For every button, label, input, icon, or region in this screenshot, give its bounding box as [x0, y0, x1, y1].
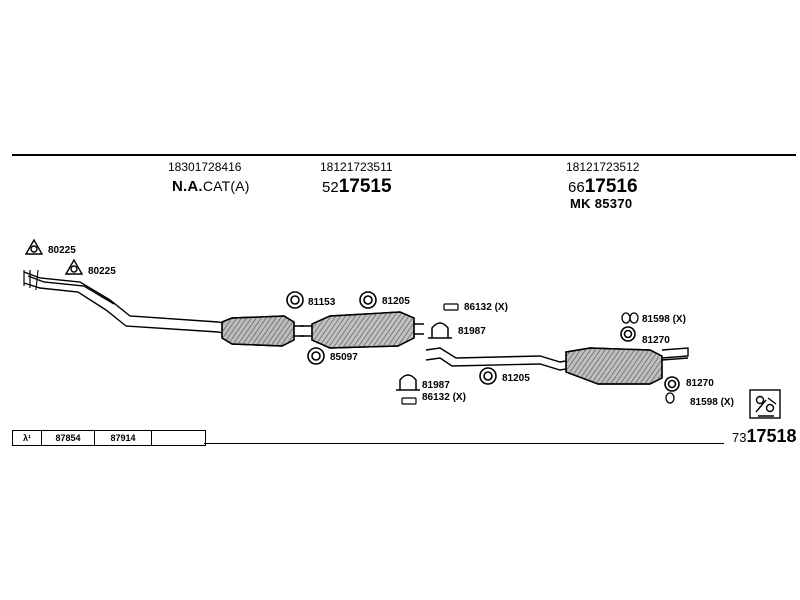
part-label: 81987 [458, 326, 486, 337]
rear-silencer [565, 347, 689, 385]
oem-number-1: 18301728416 [168, 160, 242, 174]
ref-number-4: 7317518 [732, 426, 797, 447]
ring-icon [307, 347, 325, 365]
ref-prefix-3: 66 [568, 179, 585, 196]
part-label: 81598 (X) [642, 314, 686, 325]
ring-icon [479, 367, 497, 385]
middle-pipe [425, 347, 573, 371]
ring-icon [286, 291, 304, 309]
ref-prefix-4: 73 [732, 430, 747, 445]
front-pipe [23, 269, 237, 337]
catalytic-converter [221, 315, 304, 347]
mounting-kit-icon [749, 389, 781, 419]
part-label: 80225 [48, 245, 76, 256]
part-label: 85097 [330, 352, 358, 363]
oem-number-3: 18121723512 [566, 160, 640, 174]
ref-main-4: 17518 [746, 426, 797, 446]
ref-prefix-2: 52 [322, 179, 339, 196]
part-label: 81270 [686, 378, 714, 389]
ref-main-2: 17515 [338, 176, 392, 197]
part-label: 81270 [642, 335, 670, 346]
catalyst-note: N.A.CAT(A) [172, 178, 250, 195]
clamp-icon [401, 397, 417, 405]
clamp-icon [396, 374, 420, 391]
oem-number-2: 18121723511 [320, 160, 393, 174]
footer-cell: 87914 [95, 431, 152, 445]
front-silencer [300, 311, 424, 349]
footer-cell-empty [152, 431, 205, 445]
hanger-icon [665, 392, 675, 404]
part-label: 80225 [88, 266, 116, 277]
flange-gasket-icon [24, 238, 44, 255]
bottom-divider [204, 443, 724, 444]
clamp-icon [428, 322, 452, 339]
ring-icon [359, 291, 377, 309]
part-label: 81153 [308, 297, 336, 308]
part-label: 86132 (X) [464, 302, 508, 313]
ring-icon [620, 326, 636, 342]
flange-gasket-icon [64, 258, 84, 275]
catalyst-note-bold: N.A. [172, 178, 203, 195]
top-divider [12, 154, 796, 156]
ref-number-2: 5217515 [322, 176, 392, 198]
hanger-icon [621, 312, 639, 324]
footer-cell: 87854 [42, 431, 95, 445]
lambda-cell: λ¹ [13, 431, 42, 445]
part-label: 86132 (X) [422, 392, 466, 403]
footer-table: λ¹ 87854 87914 [12, 430, 206, 446]
ref-number-3: 6617516 [568, 176, 638, 198]
clamp-icon [443, 303, 459, 311]
part-label: 81598 (X) [690, 397, 734, 408]
ring-icon [664, 376, 680, 392]
part-label: 81205 [502, 373, 530, 384]
catalyst-note-rest: CAT(A) [202, 178, 250, 194]
part-label: 81205 [382, 296, 410, 307]
part-label: 81987 [422, 380, 450, 391]
mk-number: MK 85370 [570, 196, 633, 211]
ref-main-3: 17516 [584, 176, 638, 197]
